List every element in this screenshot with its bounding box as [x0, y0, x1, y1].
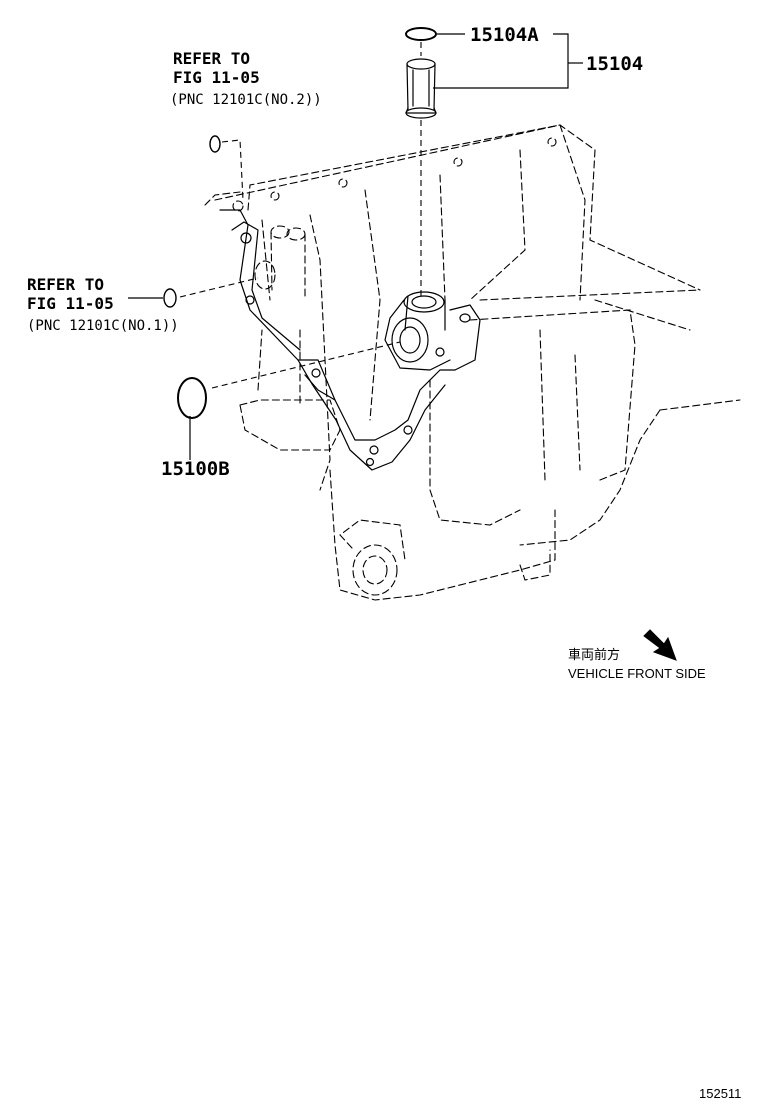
refer-note-left: REFER TO FIG 11-05 (PNC 12101C(NO.1)): [27, 275, 179, 334]
oil-pan-illustration: [204, 124, 741, 601]
illustration-id: 152511: [699, 1086, 741, 1101]
leader-lines: [128, 33, 583, 460]
refer-upper-line3: (PNC 12101C(NO.2)): [170, 92, 322, 108]
direction-label-en: VEHICLE FRONT SIDE: [568, 666, 706, 681]
refer-upper-line2: FIG 11-05: [173, 68, 260, 87]
part-label-15100b[interactable]: 15100B: [161, 458, 230, 480]
refer-upper-line1: REFER TO: [173, 49, 250, 68]
part-label-15104a[interactable]: 15104A: [470, 24, 539, 46]
vehicle-direction: 車両前方 VEHICLE FRONT SIDE: [568, 629, 706, 681]
ring-icon[interactable]: [177, 377, 207, 419]
ring-icon[interactable]: [163, 288, 177, 308]
ring-icon[interactable]: [209, 135, 221, 153]
refer-left-line2: FIG 11-05: [27, 294, 114, 313]
direction-label-jp: 車両前方: [568, 647, 620, 662]
strainer-icon[interactable]: [405, 58, 437, 119]
part-label-15104[interactable]: 15104: [586, 53, 643, 75]
refer-left-line1: REFER TO: [27, 275, 104, 294]
refer-note-upper: REFER TO FIG 11-05 (PNC 12101C(NO.2)): [170, 49, 322, 108]
ring-icon[interactable]: [405, 27, 437, 41]
direction-arrow-icon: [643, 629, 677, 661]
refer-left-line3: (PNC 12101C(NO.1)): [27, 318, 179, 334]
